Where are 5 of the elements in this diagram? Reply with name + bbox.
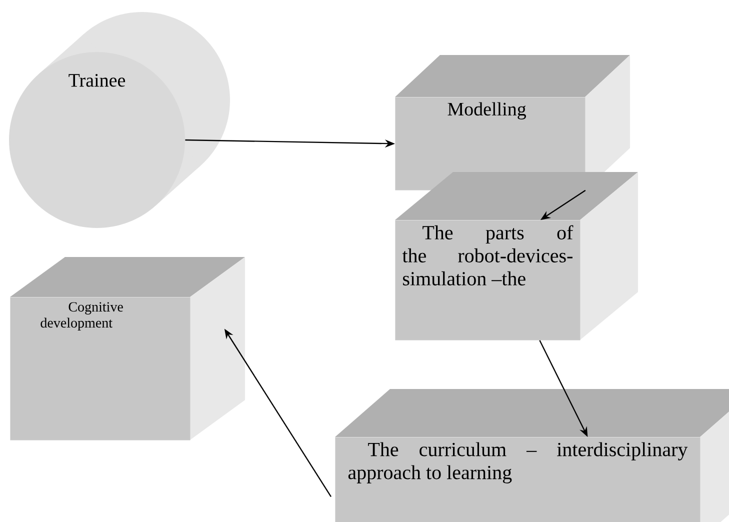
cube-box: The curriculum – interdisciplinary approach to learning bbox=[335, 389, 729, 522]
cube-box: The parts of the robot-devices-simulation –the bbox=[395, 172, 638, 340]
cylinder: Trainee bbox=[9, 12, 230, 228]
cube-box: Modelling bbox=[395, 55, 630, 190]
cube-box: Cognitive development bbox=[10, 257, 245, 440]
